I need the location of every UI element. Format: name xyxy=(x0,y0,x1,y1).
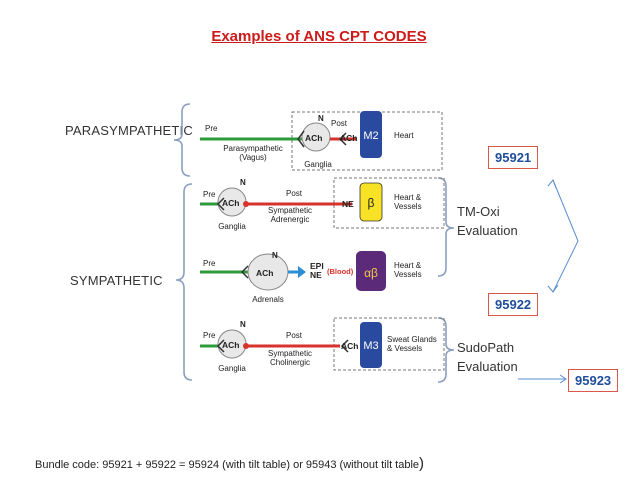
tm-oxi-evaluation-label: TM-Oxi Evaluation xyxy=(457,204,518,238)
row4-ganglia: Ganglia xyxy=(218,364,246,373)
sympathetic-brace xyxy=(175,183,193,381)
row4-ganglion-ach: ACh xyxy=(222,340,239,350)
sudopath-brace xyxy=(437,317,455,383)
bundle-code-note: Bundle code: 95921 + 95922 = 95924 (with… xyxy=(35,455,424,472)
sympathetic-label: SYMPATHETIC xyxy=(70,273,163,288)
page-title: Examples of ANS CPT CODES xyxy=(211,28,427,45)
beta-receptor-box xyxy=(359,182,383,222)
row-sympathetic-cholinergic xyxy=(200,317,445,371)
row1-ganglia: Ganglia xyxy=(304,160,332,169)
row3-blood: (Blood) xyxy=(327,267,354,276)
row2-ganglia: Ganglia xyxy=(218,222,246,231)
m3-receptor-box xyxy=(360,322,382,368)
parasympathetic-label: PARASYMPATHETIC xyxy=(65,123,193,138)
m2-receptor-box xyxy=(360,111,382,158)
cpt-code-95922: 95922 xyxy=(488,293,539,316)
row1-nerve: Parasympathetic(Vagus) xyxy=(223,144,283,162)
cpt-code-95923: 95923 xyxy=(568,369,619,392)
row1-target: Heart xyxy=(394,131,414,140)
row3-pre-label: Pre xyxy=(203,259,216,268)
cpt-code-95921: 95921 xyxy=(488,146,539,169)
row3-n-label: N xyxy=(272,251,278,260)
row2-ganglion-ach: ACh xyxy=(222,198,239,208)
row1-n-label: N xyxy=(318,114,324,123)
row-parasympathetic xyxy=(200,111,443,171)
bundle-close-paren: ) xyxy=(419,455,425,472)
alphabeta-receptor-box xyxy=(356,251,386,291)
bundle-code-text: Bundle code: 95921 + 95922 = 95924 (with… xyxy=(35,459,420,471)
row4-receptor-label: M3 xyxy=(363,340,378,352)
sudopath-evaluation-label: SudoPath Evaluation xyxy=(457,340,518,374)
row4-pre-label: Pre xyxy=(203,331,216,340)
row3-ganglia: Adrenals xyxy=(252,295,284,304)
tm-oxi-brace xyxy=(437,177,455,277)
row4-target: Sweat Glands& Vessels xyxy=(387,335,437,353)
row2-pre-label: Pre xyxy=(203,190,216,199)
row-sympathetic-adrenergic xyxy=(200,177,445,229)
row4-transmitter: ACh xyxy=(341,341,358,351)
code-connector xyxy=(518,179,579,384)
row1-post-label: Post xyxy=(331,119,348,128)
row1-ganglion-ach: ACh xyxy=(305,133,322,143)
row1-receptor-label: M2 xyxy=(363,130,378,142)
row2-target: Heart &Vessels xyxy=(394,193,422,211)
row1-transmitter: ACh xyxy=(340,133,357,143)
row4-n-label: N xyxy=(240,320,246,329)
parasympathetic-brace xyxy=(173,103,191,177)
row1-pre-label: Pre xyxy=(205,124,218,133)
row3-target: Heart &Vessels xyxy=(394,261,422,279)
row2-post-label: Post xyxy=(286,189,303,198)
row2-receptor-label: β xyxy=(368,196,375,210)
row2-transmitter: NE xyxy=(342,199,354,209)
row-adrenals xyxy=(200,251,386,291)
row2-n-label: N xyxy=(240,178,246,187)
row1-ganglion-cell xyxy=(301,122,331,152)
row4-post-label: Post xyxy=(286,331,303,340)
row3-receptor-label: αβ xyxy=(364,266,378,280)
row3-ganglion-ach: ACh xyxy=(256,268,273,278)
